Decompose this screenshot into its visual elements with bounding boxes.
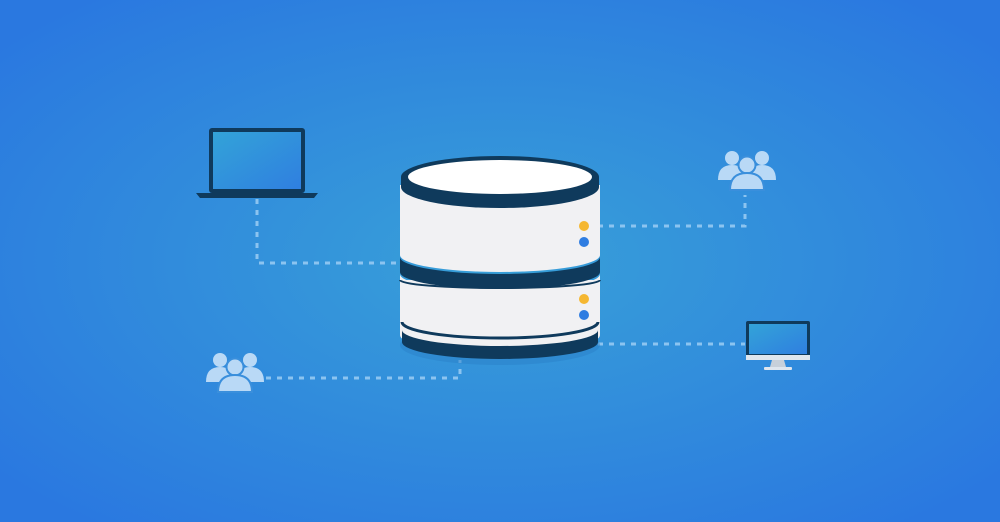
connector-lines: [255, 195, 747, 380]
status-light-blue: [579, 237, 589, 247]
database-icon: [399, 156, 601, 365]
status-light-orange: [579, 221, 589, 231]
connector-users-top: [598, 195, 747, 228]
status-light-blue: [579, 310, 589, 320]
laptop-icon: [196, 128, 318, 198]
desktop-monitor-icon: [746, 321, 810, 370]
status-light-orange: [579, 294, 589, 304]
